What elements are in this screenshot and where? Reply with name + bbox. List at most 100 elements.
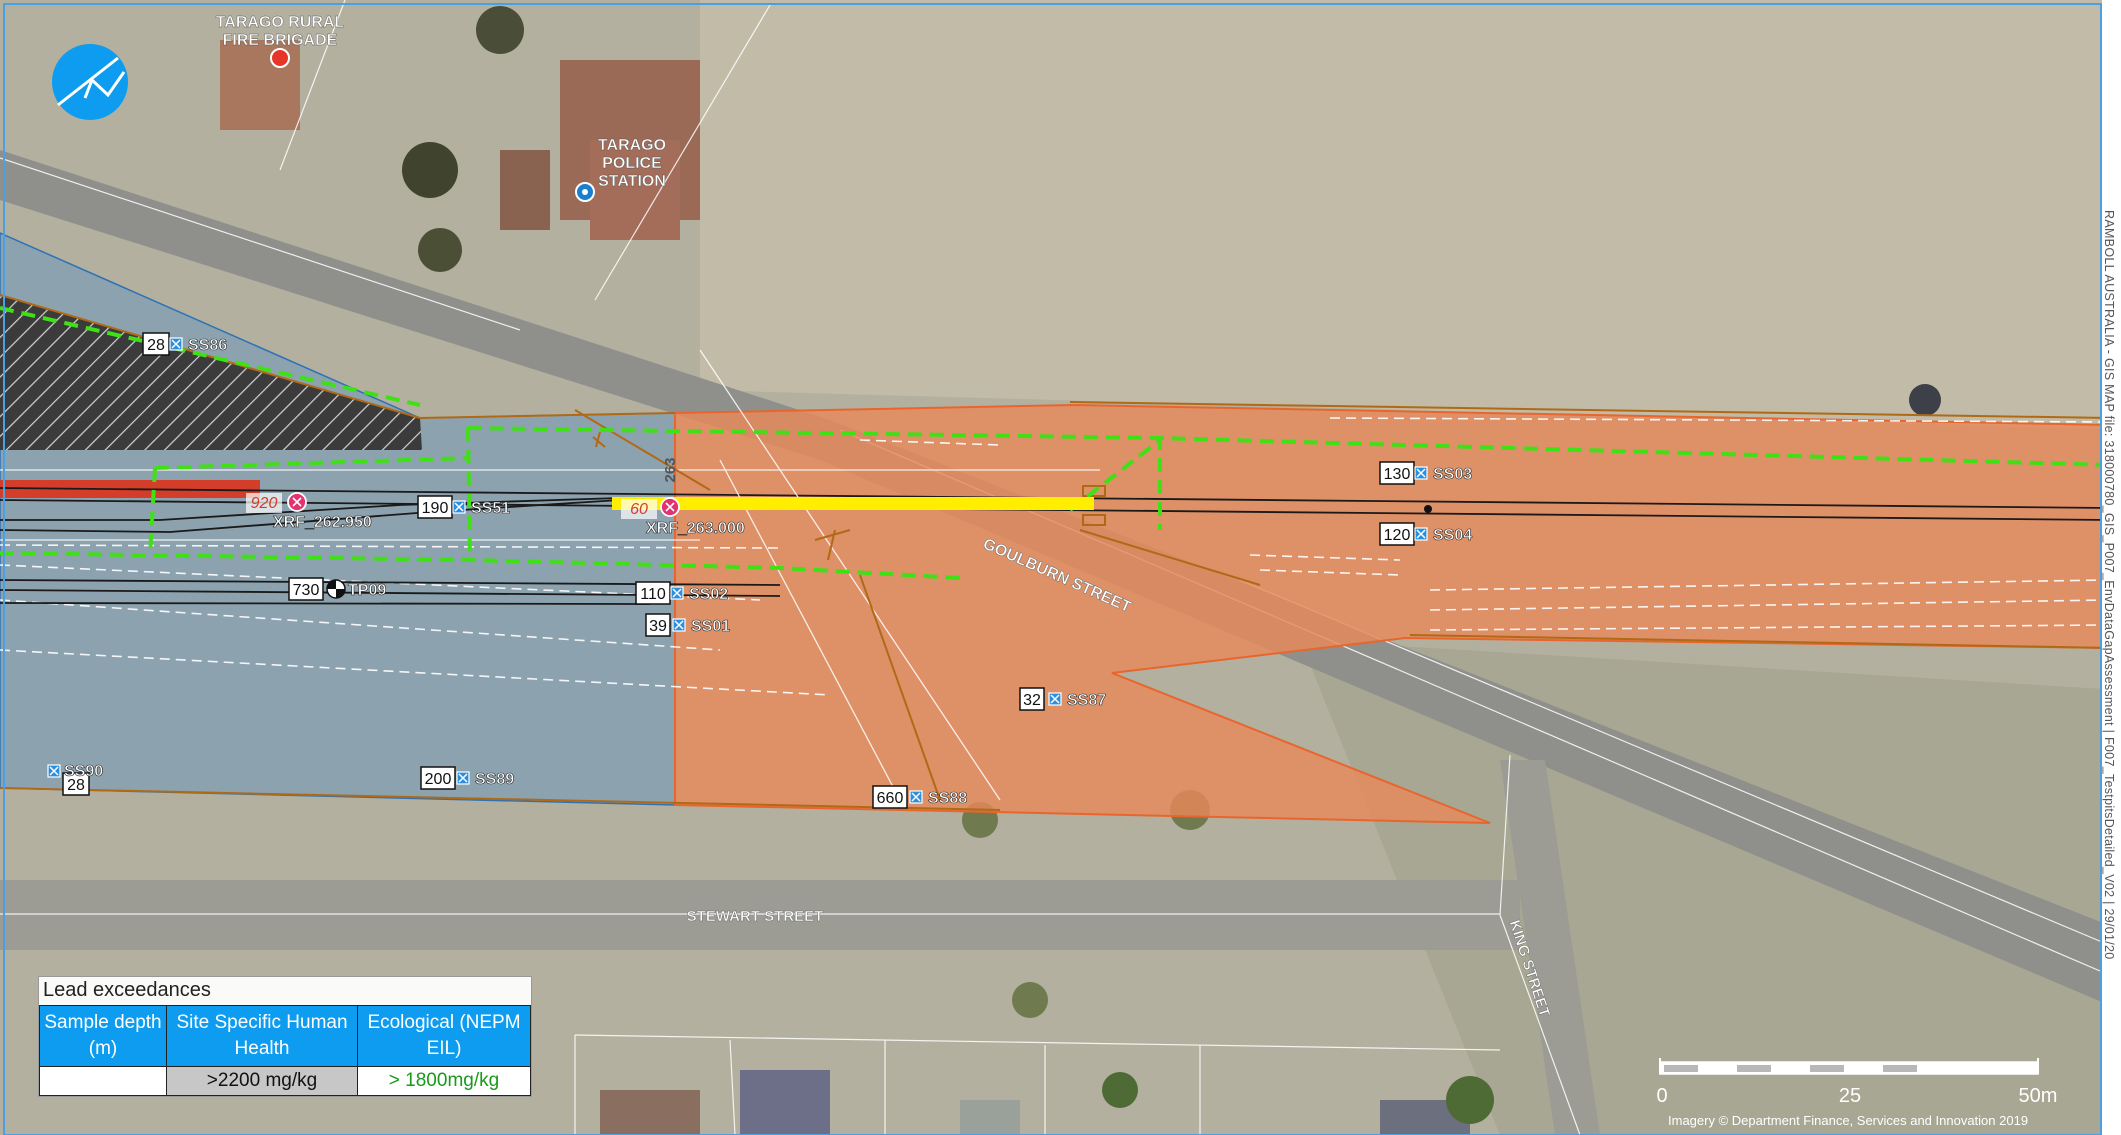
sample-id-label: SS01	[691, 618, 730, 635]
hatched-zone	[0, 295, 422, 450]
side-margin	[2102, 0, 2121, 1135]
imagery-credit: Imagery © Department Finance, Services a…	[1668, 1113, 2029, 1128]
sample-id-label: SS90	[64, 763, 103, 780]
sample-value-box	[62, 772, 90, 796]
police-star-icon	[582, 189, 588, 195]
sample-id-label: SS87	[1067, 692, 1106, 709]
sample-value: 39	[649, 618, 667, 635]
sample-value: 660	[877, 790, 904, 807]
sample-value-box	[142, 332, 170, 356]
sample-markers: 28 SS86 190 SS51 730 TP09 110 SS02 39 SS01 130 SS03…	[47, 332, 1473, 809]
police-station-label: STATION	[598, 173, 666, 190]
legend-ecological-value: > 1800mg/kg	[357, 1066, 531, 1096]
xrf-id-label: XRF_263.000	[646, 520, 745, 537]
xrf-value-box	[246, 493, 282, 513]
sample-id-label: SS03	[1433, 466, 1472, 483]
tree	[402, 142, 458, 198]
track-node	[1424, 505, 1432, 513]
tree	[476, 6, 524, 54]
building	[590, 140, 680, 240]
sample-value-box	[417, 495, 453, 519]
rail-lines-light	[0, 349, 1100, 801]
map-frame	[3, 3, 2102, 1135]
structure-lines	[0, 294, 2111, 811]
legend-col-depth: Sample depth (m)	[39, 1005, 167, 1067]
sample-value: 200	[425, 771, 452, 788]
sample-id-label: SS51	[471, 500, 510, 517]
legend-table: Sample depth (m) Site Specific Human Hea…	[39, 1005, 531, 1096]
legend-panel: Lead exceedances Sample depth (m) Site S…	[38, 976, 532, 1097]
sample-value: 730	[293, 582, 320, 599]
yellow-track	[612, 497, 1094, 510]
xrf-icon-cross	[665, 502, 675, 512]
sample-value-box	[635, 581, 671, 605]
legend-header-row: Sample depth (m) Site Specific Human Hea…	[39, 1005, 531, 1067]
sample-value-box	[1019, 687, 1045, 711]
fire-brigade-icon	[270, 48, 290, 68]
soil-sample-icon-cross	[1416, 468, 1426, 478]
scale-label-50: 50m	[2019, 1085, 2058, 1107]
sample-id-label: TP09	[348, 582, 386, 599]
soil-sample-icon-cross	[911, 792, 921, 802]
sample-value: 28	[147, 337, 165, 354]
legend-col-ecological: Ecological (NEPM EIL)	[357, 1005, 531, 1067]
soil-sample-icon-cross	[49, 766, 59, 776]
file-path-text: RAMBOLL AUSTRALIA - GIS MAP file: 318000…	[2102, 210, 2116, 960]
sample-value-box	[420, 766, 456, 790]
xrf-value-box	[621, 499, 657, 519]
xrf-value: 60	[630, 501, 648, 518]
north-arrow	[52, 44, 128, 120]
soil-sample-icon-cross	[1416, 529, 1426, 539]
sample-id-label: SS02	[689, 586, 728, 603]
building	[500, 150, 550, 230]
file-path-strip: RAMBOLL AUSTRALIA - GIS MAP file: 318000…	[2102, 210, 2116, 960]
tree	[1102, 1072, 1138, 1108]
legend-col-human-health: Site Specific Human Health	[166, 1005, 358, 1067]
police-station-label: TARAGO	[598, 137, 666, 154]
scale-bar	[1659, 1058, 2039, 1075]
tree	[418, 228, 462, 272]
king-road	[1500, 760, 1600, 1135]
soil-sample-icon-cross	[458, 773, 468, 783]
stewart-road	[0, 880, 1520, 950]
tree	[1909, 384, 1941, 416]
building	[600, 1090, 700, 1135]
sample-value: 190	[422, 500, 449, 517]
sample-value: 32	[1023, 692, 1041, 709]
xrf-icon-cross	[292, 497, 302, 507]
tree	[1446, 1076, 1494, 1124]
sample-id-label: SS04	[1433, 527, 1472, 544]
tree	[1012, 982, 1048, 1018]
legend-human-health-value: >2200 mg/kg	[166, 1066, 358, 1096]
testpit-icon-fill	[327, 580, 345, 598]
building	[960, 1100, 1020, 1135]
sample-value-box	[1379, 461, 1415, 485]
sample-id-label: SS89	[475, 771, 514, 788]
sample-value-box	[288, 577, 324, 601]
stewart-street-label: STEWART STREET	[687, 908, 824, 925]
soil-sample-icon-cross	[171, 339, 181, 349]
fire-brigade-label: FIRE BRIGADE	[223, 32, 338, 49]
fire-brigade-label: TARAGO RURAL	[216, 14, 345, 31]
scale-label-25: 25	[1839, 1085, 1861, 1107]
paddock-area	[700, 0, 2121, 430]
building	[740, 1070, 830, 1135]
xrf-id-label: XRF_262.950	[273, 514, 372, 531]
sample-value: 130	[1384, 466, 1411, 483]
police-station-label: POLICE	[602, 155, 662, 172]
sample-value: 110	[640, 586, 666, 603]
soil-sample-icon-cross	[672, 588, 682, 598]
road-markings	[0, 417, 2111, 696]
soil-sample-icon-cross	[454, 502, 464, 512]
legend-value-row: >2200 mg/kg > 1800mg/kg	[39, 1066, 531, 1096]
goulburn-road	[0, 150, 2121, 1010]
ecological-boundary	[0, 306, 2111, 580]
scale-label-0: 0	[1656, 1085, 1667, 1107]
sample-value-box	[1379, 522, 1415, 546]
legend-title: Lead exceedances	[43, 979, 211, 1001]
sample-value: 120	[1384, 527, 1411, 544]
sample-value: 28	[67, 777, 85, 794]
legend-depth-cell	[39, 1066, 167, 1096]
sample-id-label: SS86	[188, 337, 227, 354]
